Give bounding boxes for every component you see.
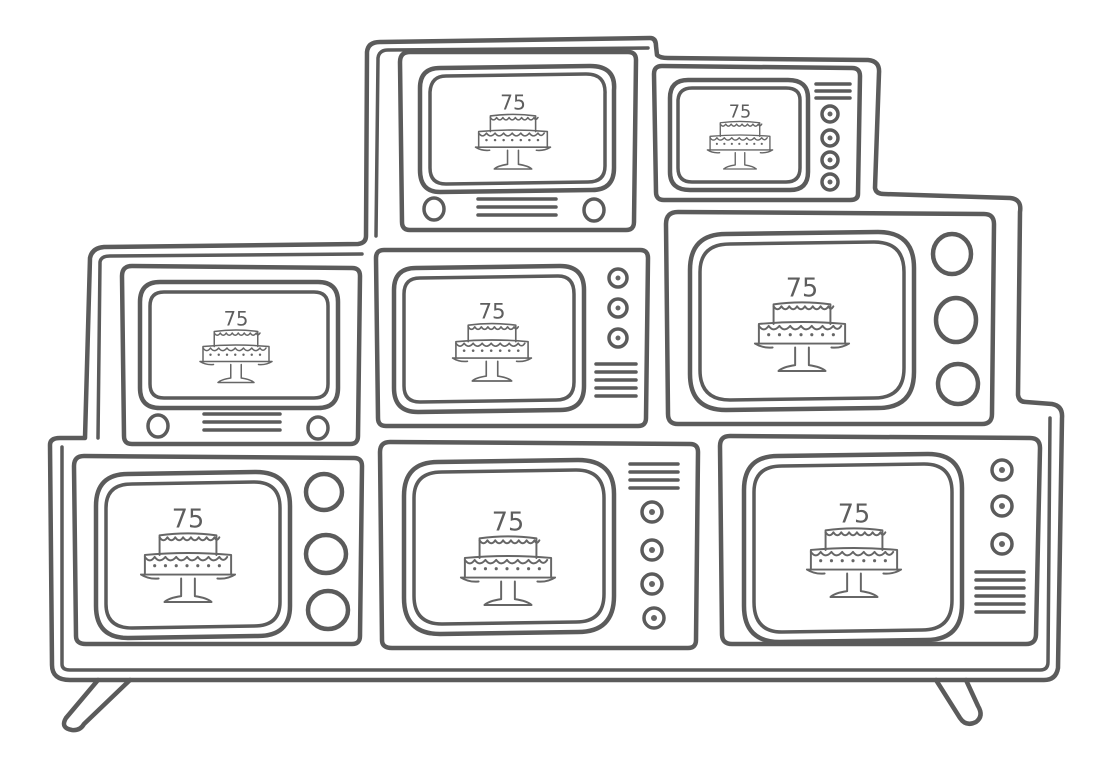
- tv-middle-right: [663, 209, 997, 427]
- cake-illustration: 75: [199, 308, 273, 384]
- cake-illustration: 75: [805, 500, 903, 598]
- tv-middle-left: [119, 263, 363, 447]
- tv-top-right: [651, 63, 863, 203]
- cake-illustration: 75: [474, 91, 552, 170]
- tv-middle-center: [373, 247, 651, 429]
- anniversary-number-label: 75: [492, 508, 524, 538]
- cake-illustration: 75: [139, 505, 237, 603]
- right-leg: [933, 677, 983, 727]
- cake-illustration: 75: [753, 274, 851, 372]
- cake-group: 75 75 75 75 75 75 75 75: [139, 91, 903, 606]
- cabinet-outline: [47, 35, 1065, 683]
- tv-bottom-center: [377, 439, 701, 651]
- anniversary-number-label: 75: [224, 308, 249, 331]
- tv-top-left: [397, 49, 639, 233]
- anniversary-number-label: 75: [786, 274, 818, 304]
- tv-bottom-right: [717, 433, 1043, 647]
- cake-illustration: 75: [451, 300, 533, 382]
- anniversary-number-label: 75: [478, 300, 505, 325]
- left-leg: [61, 677, 133, 733]
- anniversary-number-label: 75: [172, 505, 204, 535]
- cake-illustration: 75: [706, 102, 774, 170]
- anniversary-number-label: 75: [729, 102, 752, 122]
- cake-illustration: 75: [459, 508, 557, 606]
- anniversary-number-label: 75: [838, 500, 870, 530]
- anniversary-number-label: 75: [500, 91, 526, 115]
- tv-bottom-left: [71, 453, 365, 647]
